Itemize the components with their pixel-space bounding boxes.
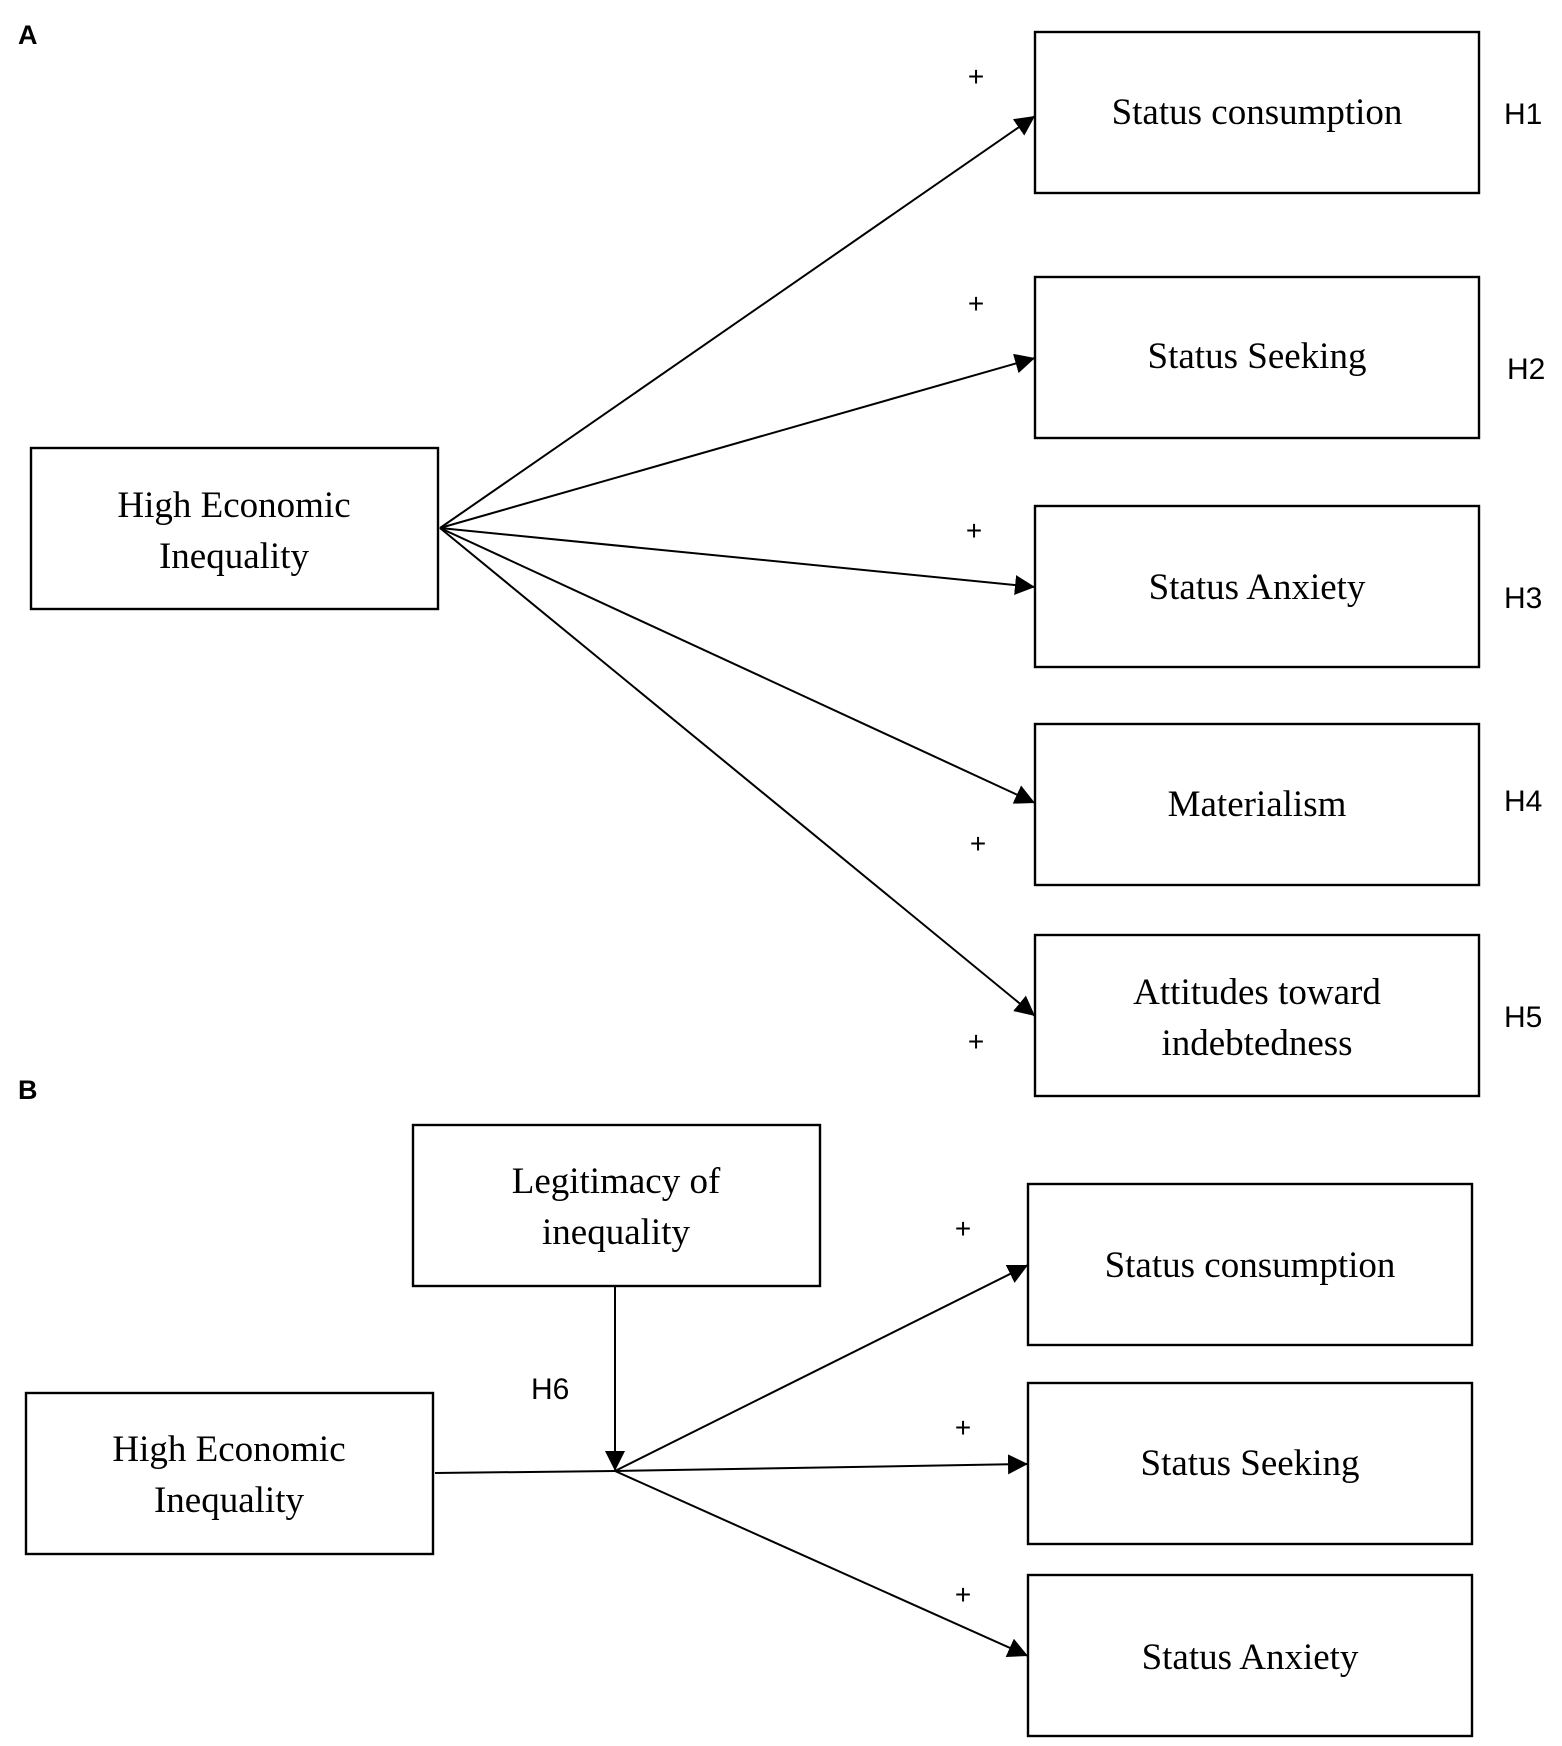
node-a-source-line-1: High Economic	[117, 485, 350, 526]
panel-a-label: A	[18, 20, 38, 50]
node-a-materialism: Materialism	[1033, 722, 1481, 887]
sign-a-2: +	[968, 288, 984, 319]
node-a-target-2-label: Status Seeking	[1148, 336, 1367, 377]
node-b-target-1-label: Status consumption	[1105, 1245, 1396, 1286]
edge-a-h1	[439, 115, 1036, 529]
node-a-target-5-line-2: indebtedness	[1161, 1023, 1352, 1064]
node-a-status-seeking: Status Seeking	[1033, 275, 1481, 440]
sign-b-2: +	[955, 1412, 971, 1443]
edge-b-status-anxiety	[614, 1470, 1029, 1657]
edge-b-source	[434, 1470, 616, 1474]
node-b-status-seeking: Status Seeking	[1026, 1381, 1474, 1546]
edge-a-h4	[439, 527, 1036, 804]
sign-b-3: +	[955, 1579, 971, 1610]
node-b-source-line-1: High Economic	[112, 1429, 345, 1470]
node-b-target-2-label: Status Seeking	[1141, 1443, 1360, 1484]
hypothesis-h3: H3	[1504, 582, 1542, 615]
node-a-high-economic-inequality: High Economic Inequality	[29, 446, 440, 611]
sign-a-5: +	[968, 1026, 984, 1057]
node-a-attitudes-toward-indebtedness: Attitudes toward indebtedness	[1033, 933, 1481, 1098]
node-a-target-1-label: Status consumption	[1112, 92, 1403, 133]
hypothesis-h6: H6	[531, 1373, 569, 1406]
hypothesis-h2: H2	[1507, 353, 1545, 386]
sign-a-3: +	[966, 515, 982, 546]
hypothesis-h4: H4	[1504, 785, 1542, 818]
node-a-status-anxiety: Status Anxiety	[1033, 504, 1481, 669]
panel-a-edges	[439, 115, 1036, 1017]
sign-a-4: +	[970, 828, 986, 859]
edge-a-h2	[439, 353, 1036, 529]
node-b-moderator-line-1: Legitimacy of	[512, 1161, 721, 1202]
node-b-source-line-2: Inequality	[154, 1480, 305, 1521]
node-a-target-3-label: Status Anxiety	[1149, 567, 1366, 608]
node-a-target-4-label: Materialism	[1168, 784, 1347, 825]
hypothesis-h1: H1	[1504, 98, 1542, 131]
node-b-high-economic-inequality: High Economic Inequality	[24, 1391, 435, 1556]
node-b-moderator-line-2: inequality	[542, 1212, 690, 1253]
panel-b: B Legitimacy of inequality High Economic…	[18, 1075, 1474, 1738]
node-a-source-line-2: Inequality	[159, 536, 310, 577]
sign-b-1: +	[955, 1213, 971, 1244]
panel-b-label: B	[18, 1075, 38, 1105]
hypothesis-h5: H5	[1504, 1001, 1542, 1034]
node-a-target-5-line-1: Attitudes toward	[1133, 972, 1381, 1013]
node-a-status-consumption: Status consumption	[1033, 30, 1481, 195]
edge-a-h5	[439, 527, 1036, 1017]
node-b-status-anxiety: Status Anxiety	[1026, 1573, 1474, 1738]
node-b-target-3-label: Status Anxiety	[1142, 1637, 1359, 1678]
panel-b-edges	[434, 1264, 1029, 1657]
edge-b-status-consumption	[614, 1264, 1029, 1472]
node-b-legitimacy-of-inequality: Legitimacy of inequality	[411, 1123, 822, 1288]
panel-a: A High Economic Inequality Status consum…	[18, 20, 1545, 1098]
sign-a-1: +	[968, 61, 984, 92]
node-b-status-consumption: Status consumption	[1026, 1182, 1474, 1347]
edge-a-h3	[439, 527, 1036, 595]
edge-b-status-seeking	[614, 1454, 1029, 1475]
